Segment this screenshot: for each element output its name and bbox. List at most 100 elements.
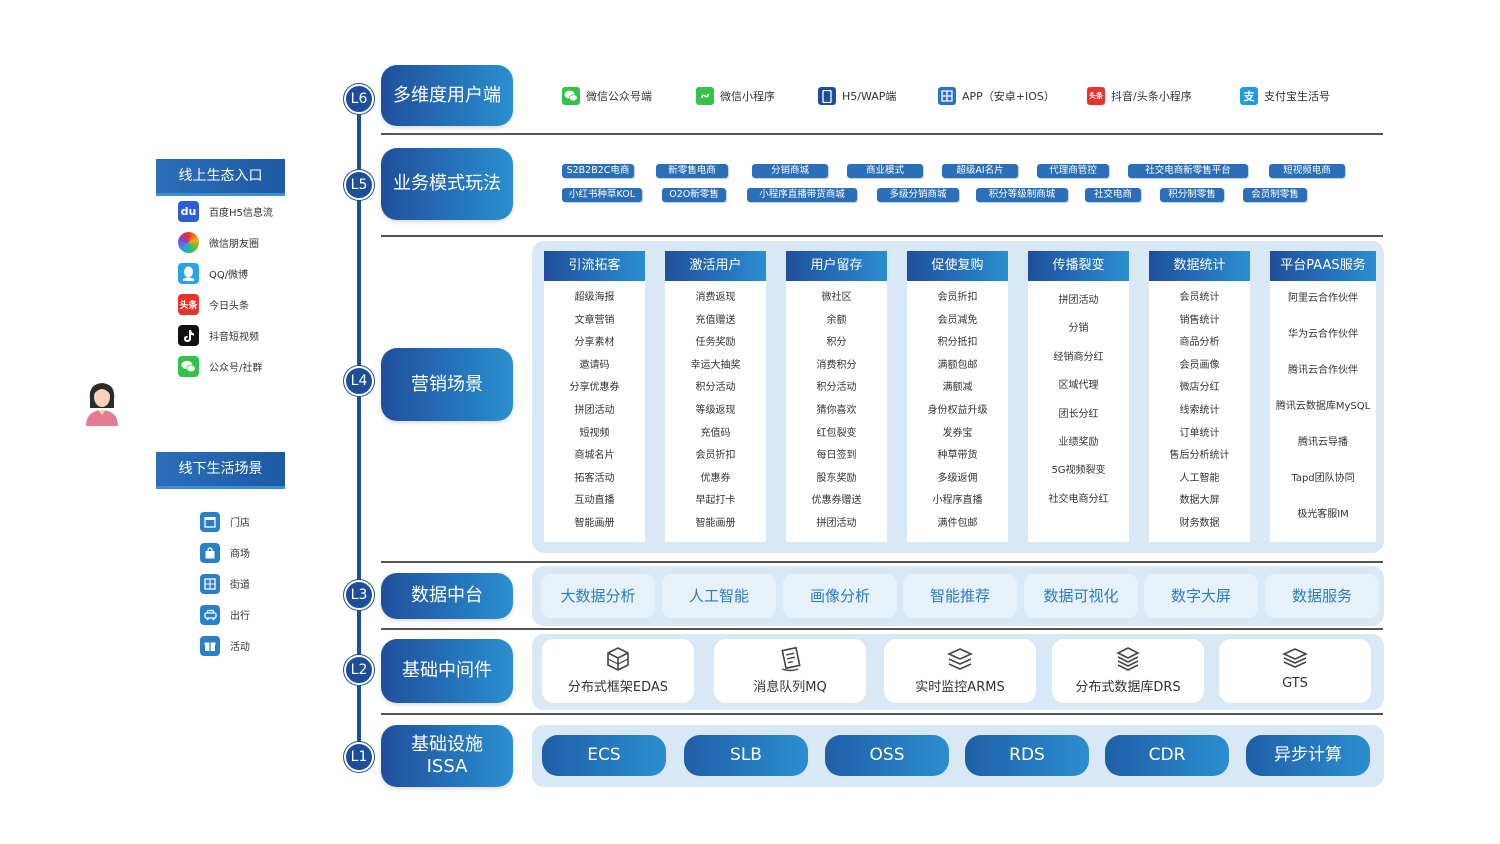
list-item: 短视频 [579,427,610,439]
list-item: 拼团活动 [1058,295,1099,306]
client-h5-wap[interactable]: H5/WAP端 [818,87,896,105]
list-item[interactable]: 街道 [200,568,250,599]
business-tag[interactable]: 积分制零售 [1160,188,1224,202]
level-badge-l2: L2 [344,655,374,685]
list-item[interactable]: 微信朋友圈 [178,227,273,258]
list-item: 任务奖励 [695,337,736,349]
list-item: 早起打卡 [695,495,736,507]
list-item: 拼团活动 [816,517,857,529]
list-item: 分销 [1068,323,1089,335]
list-item[interactable]: QQ/微博 [178,258,273,289]
layer-l3-title: 数据中台 [381,573,513,619]
baidu-icon: du [178,201,199,222]
data-service-tag[interactable]: 大数据分析 [541,574,655,618]
online-entry-title: 线上生态入口 [156,159,285,196]
infra-service-button[interactable]: SLB [684,735,808,776]
list-item: 积分 [826,337,847,349]
list-item: 优惠券赠送 [811,495,862,507]
list-item: 腾讯云导播 [1298,437,1348,448]
infra-service-button[interactable]: CDR [1105,735,1229,776]
list-item: 余额 [826,314,847,326]
middleware-card[interactable]: 分布式框架EDAS [542,639,694,703]
list-item[interactable]: 公众号/社群 [178,351,273,382]
list-item[interactable]: 门店 [200,506,250,537]
list-item: 商城名片 [574,450,615,462]
mini-program-icon [696,87,714,105]
business-tag[interactable]: S2B2B2C电商 [562,164,634,178]
list-item: 分享优惠券 [569,382,620,394]
business-tag[interactable]: O2O新零售 [662,188,726,202]
middleware-card[interactable]: 消息队列MQ [714,639,866,703]
list-item: 文章营销 [574,314,615,326]
wechat-icon [178,356,199,377]
list-item: 微社区 [821,292,852,303]
client-wechat-official[interactable]: 微信公众号端 [562,87,652,105]
list-item: 社交电商分红 [1048,493,1109,505]
list-item: 销售统计 [1179,314,1220,326]
data-service-tag[interactable]: 数字大屏 [1144,574,1258,618]
list-item: 消费返现 [695,292,736,303]
list-item: 幸运大抽奖 [690,359,741,371]
offline-scene-list: 门店 商场 街道 出行 活动 [200,506,250,661]
infrastructure-panel [532,725,1384,787]
list-item[interactable]: 抖音短视频 [178,320,273,351]
list-item: 订单统计 [1179,427,1220,439]
business-tag[interactable]: 会员制零售 [1243,188,1307,202]
user-avatar-icon [86,383,118,426]
list-item: 分享素材 [574,337,615,349]
business-tag[interactable]: 小红书种草KOL [562,188,642,202]
business-tag[interactable]: 社交电商新零售平台 [1128,164,1248,178]
client-wechat-mini-program[interactable]: 微信小程序 [696,87,775,105]
list-item[interactable]: 出行 [200,599,250,630]
business-tag[interactable]: 积分等级制商城 [976,188,1068,202]
business-tag[interactable]: 多级分销商城 [877,188,959,202]
business-tag[interactable]: 超级AI名片 [942,164,1018,178]
list-item[interactable]: du 百度H5信息流 [178,196,273,227]
business-tag[interactable]: 新零售电商 [656,164,728,178]
online-entry-list: du 百度H5信息流 微信朋友圈 QQ/微博 头条 今日头条 抖音短视频 公众号… [178,196,273,382]
business-tag[interactable]: 社交电商 [1085,188,1141,202]
infra-service-button[interactable]: OSS [825,735,949,776]
layer-l5-title: 业务模式玩法 [381,148,513,220]
client-douyin-toutiao[interactable]: 头条 抖音/头条小程序 [1087,87,1192,105]
list-item: 财务数据 [1179,517,1220,529]
database-layers-icon [1116,647,1140,671]
infra-service-button[interactable]: 异步计算 [1246,735,1370,776]
business-tag[interactable]: 商业模式 [847,164,923,178]
business-tag[interactable]: 代理商管控 [1037,164,1109,178]
business-tag[interactable]: 分销商城 [752,164,828,178]
client-alipay[interactable]: 支 支付宝生活号 [1240,87,1330,105]
list-item: 等级返现 [695,404,736,416]
middleware-card[interactable]: 实时监控ARMS [884,639,1036,703]
middleware-card[interactable]: 分布式数据库DRS [1052,639,1204,703]
data-service-tag[interactable]: 画像分析 [783,574,897,618]
infra-service-button[interactable]: ECS [542,735,666,776]
middleware-card[interactable]: GTS [1219,639,1371,703]
data-service-tag[interactable]: 数据服务 [1265,574,1379,618]
data-service-tag[interactable]: 数据可视化 [1024,574,1138,618]
data-service-tag[interactable]: 智能推荐 [903,574,1017,618]
list-item: 积分活动 [695,382,736,394]
list-item: 商品分析 [1179,337,1220,349]
infra-service-button[interactable]: RDS [965,735,1089,776]
store-icon [200,511,220,532]
marketing-column: 激活用户 消费返现 充值赠送 任务奖励 幸运大抽奖 积分活动 等级返现 充值码 … [665,251,766,542]
list-item: 会员折扣 [937,292,978,303]
data-service-tag[interactable]: 人工智能 [662,574,776,618]
list-item[interactable]: 头条 今日头条 [178,289,273,320]
app-grid-icon [938,87,956,105]
level-timeline [357,100,361,760]
list-item[interactable]: 商场 [200,537,250,568]
business-tag[interactable]: 小程序直播带货商城 [747,188,857,202]
marketing-column-title: 数据统计 [1149,251,1250,281]
business-tag[interactable]: 短视频电商 [1269,164,1345,178]
client-app[interactable]: APP（安卓+IOS） [938,87,1055,105]
list-item[interactable]: 活动 [200,630,250,661]
list-item: 数据大屏 [1179,495,1220,507]
list-item: 5G视频裂变 [1051,465,1106,477]
list-item: 每日签到 [816,450,857,462]
list-item: 股东奖励 [816,472,857,484]
marketing-column: 促使复购 会员折扣 会员减免 积分抵扣 满额包邮 满额减 身份权益升级 发券宝 … [907,251,1008,542]
layer-l2-title: 基础中间件 [381,639,513,703]
list-item: 线索统计 [1179,404,1220,416]
